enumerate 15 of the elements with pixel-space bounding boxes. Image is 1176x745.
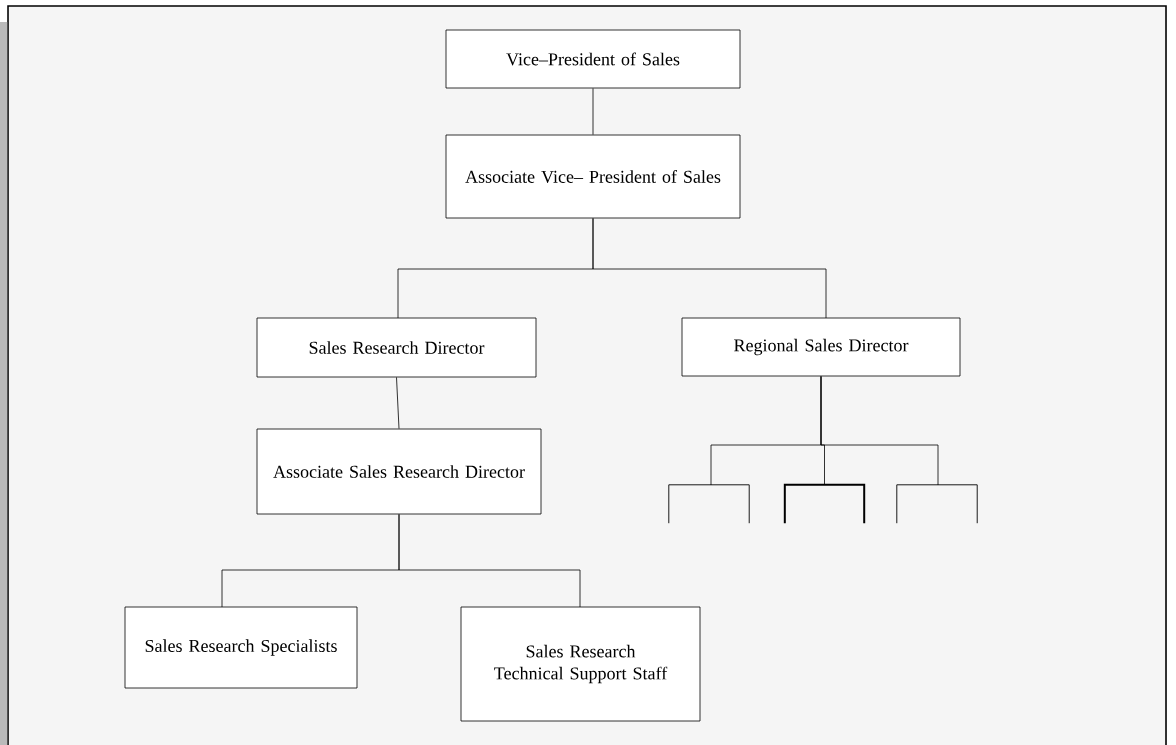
org-box: Associate Vice– President of Sales (445, 134, 741, 219)
org-box: Vice–President of Sales (445, 29, 741, 89)
connector-line (592, 218, 827, 319)
connector-line (820, 376, 939, 486)
org-box: Sales Research Director (256, 317, 537, 378)
org-box: Sales Research Technical Support Staff (460, 606, 701, 722)
open-box (896, 484, 978, 524)
connector-line (592, 88, 594, 135)
org-box: Associate Sales Research Director (256, 428, 542, 515)
open-box (668, 484, 750, 524)
org-box: Regional Sales Director (681, 317, 961, 377)
connector-line (396, 377, 400, 429)
org-box: Sales Research Specialists (124, 606, 358, 689)
open-box (783, 483, 866, 525)
connector-line (398, 514, 581, 608)
